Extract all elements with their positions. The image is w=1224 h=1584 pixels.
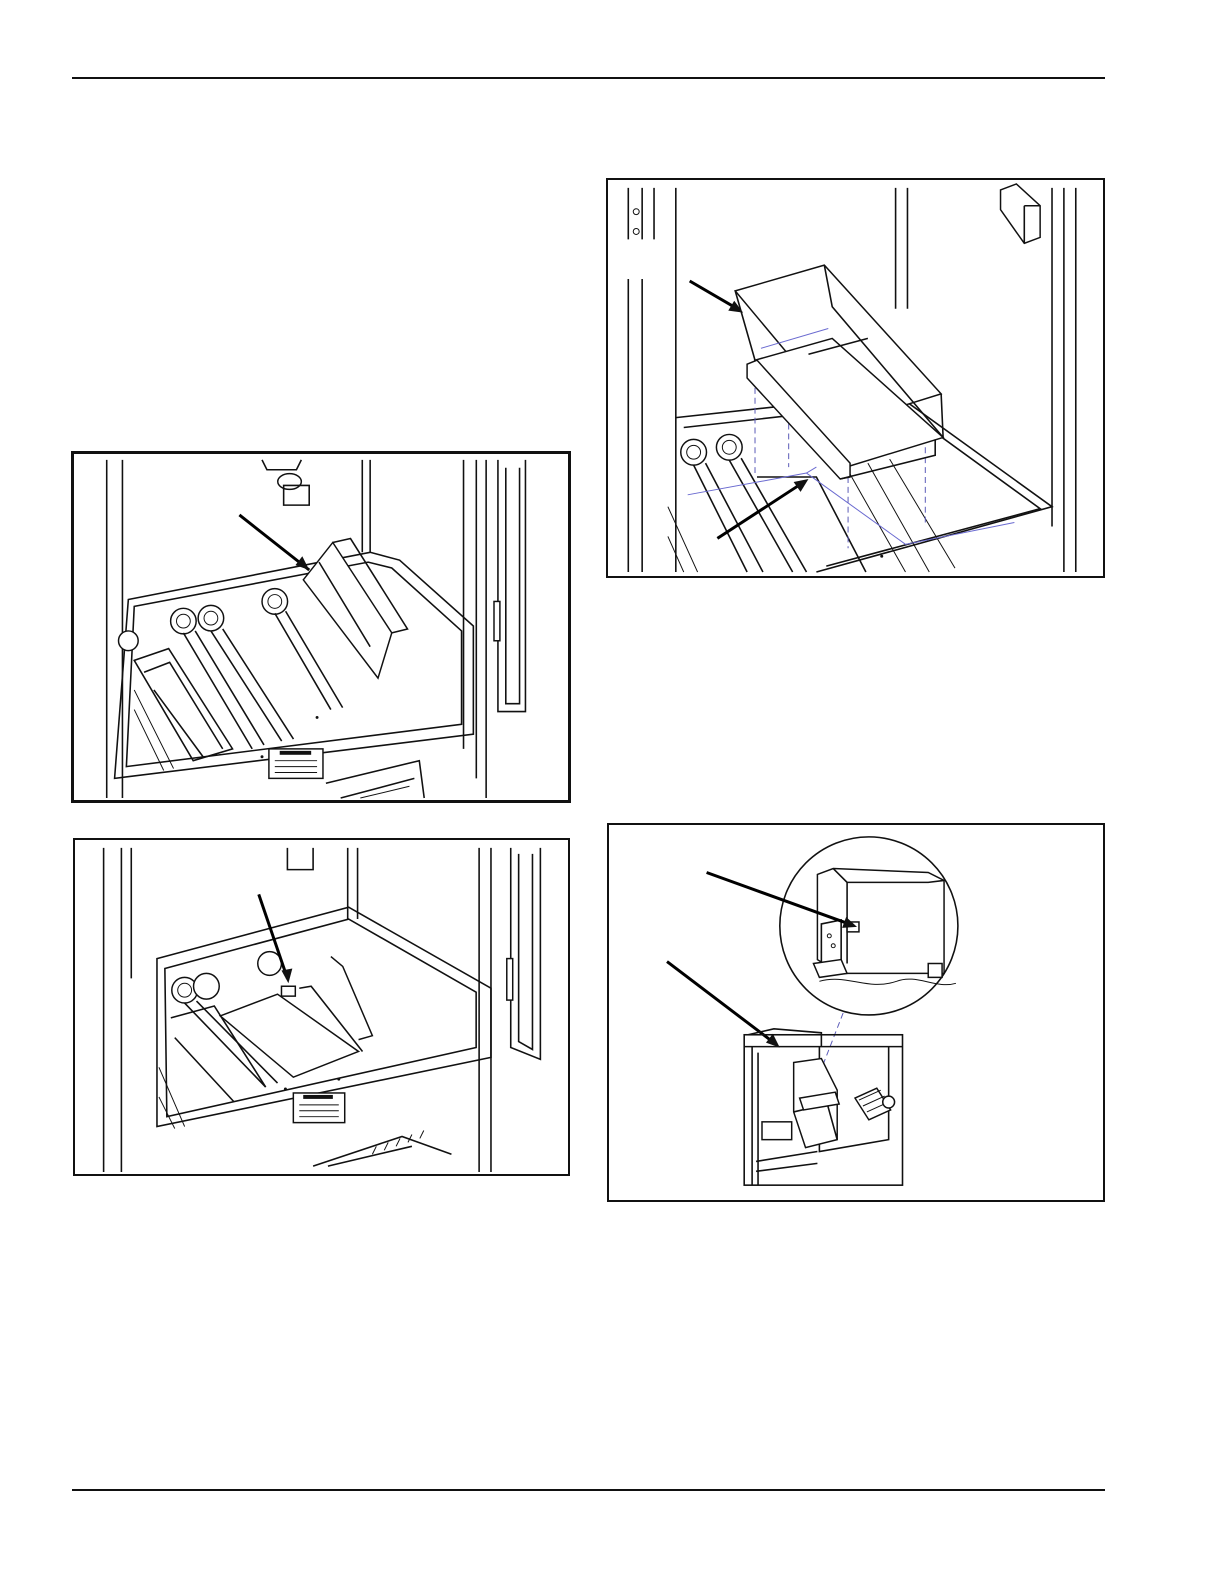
figure-hopper-detail-view — [607, 823, 1105, 1202]
footer-rule — [72, 1489, 1105, 1491]
line-drawing — [75, 840, 568, 1174]
line-drawing — [74, 454, 568, 800]
figure-hopper-placement — [606, 178, 1105, 578]
line-drawing — [609, 825, 1103, 1200]
figure-hopper-bracket-latch — [73, 838, 570, 1176]
figure-hopper-bracket-installed — [71, 451, 571, 803]
line-drawing — [608, 180, 1103, 576]
header-rule — [72, 77, 1105, 79]
